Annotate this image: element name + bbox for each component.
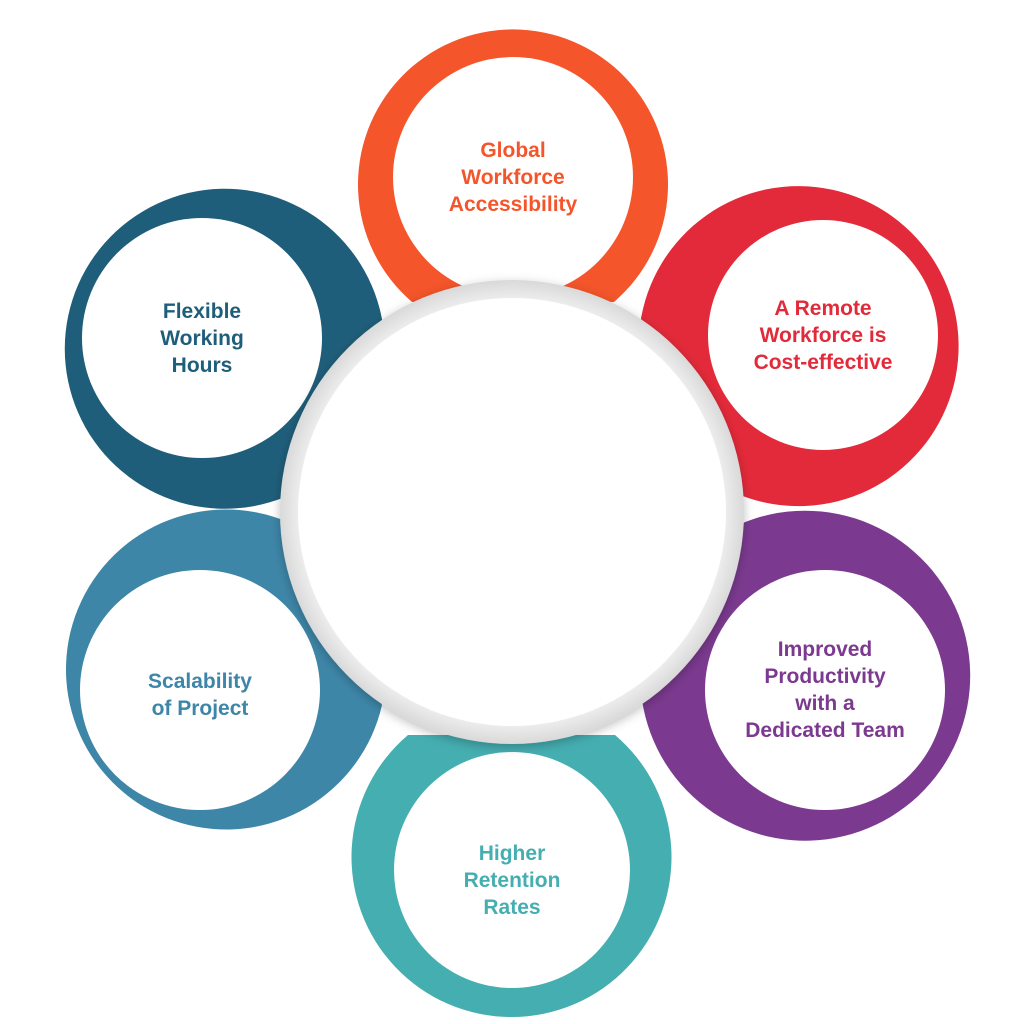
petal-higher-retention-inner [394,752,630,988]
center-hub-face [298,298,726,726]
petal-flexible-hours-inner [82,218,322,458]
label-global-workforce-text: Global Workforce Accessibility [448,138,578,216]
petal-global-workforce-inner [393,57,633,297]
label-cost-effective-text: A Remote Workforce is Cost-effective [753,296,893,374]
petal-scalability-inner [80,570,320,810]
petal-cost-effective-inner [708,220,938,450]
petal-global-workforce [358,29,668,302]
label-flexible-hours: Flexible Working Hours [102,238,302,438]
label-scalability: Scalability of Project [100,595,300,795]
center-label [312,412,712,612]
label-improved-productivity: Improved Productivity with a Dedicated T… [715,590,935,790]
petal-higher-retention [351,735,672,1018]
label-cost-effective: A Remote Workforce is Cost-effective [718,235,928,435]
label-flexible-hours-text: Flexible Working Hours [160,299,244,377]
label-global-workforce: Global Workforce Accessibility [413,77,613,277]
center-hub [280,280,744,744]
label-scalability-text: Scalability of Project [148,670,252,720]
petal-improved-productivity-inner [705,570,945,810]
label-higher-retention-text: Higher Retention Rates [463,841,561,919]
label-improved-productivity-text: Improved Productivity with a Dedicated T… [745,638,905,742]
label-higher-retention: Higher Retention Rates [412,780,612,980]
